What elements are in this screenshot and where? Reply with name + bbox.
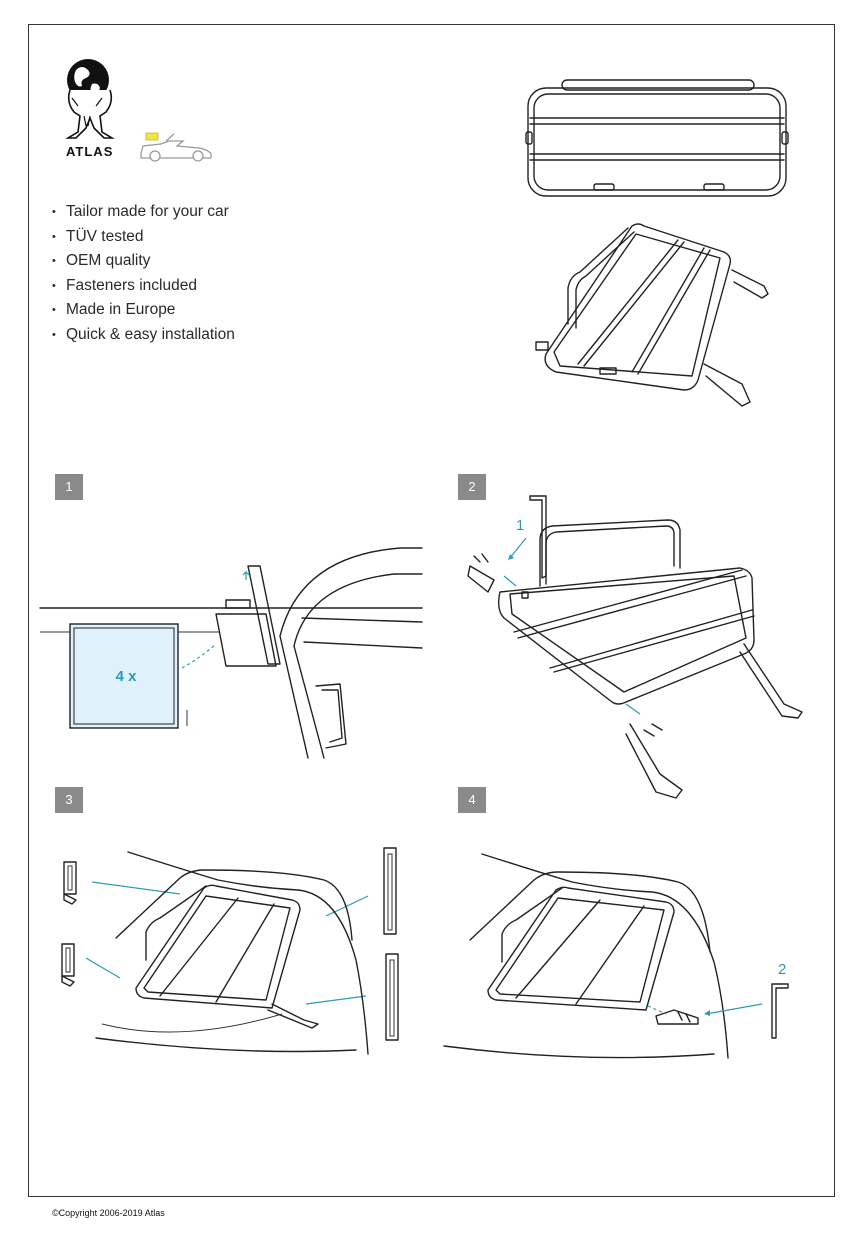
step-4-callout: 2 xyxy=(778,961,786,978)
step-2-illustration: 1 xyxy=(467,495,803,799)
step-4-illustration: 2 xyxy=(443,853,789,1059)
page-frame xyxy=(28,24,835,1197)
copyright-notice: ©Copyright 2006-2019 Atlas xyxy=(52,1208,165,1218)
brand-name: ATLAS xyxy=(66,144,114,159)
feature-item: TÜV tested xyxy=(52,225,235,250)
step-3-illustration xyxy=(61,847,399,1055)
convertible-car-icon xyxy=(140,132,212,162)
luggage-rack-top-view xyxy=(525,79,789,197)
feature-item: Fasteners included xyxy=(52,274,235,299)
step-badge-4: 4 xyxy=(458,787,486,813)
feature-item: Made in Europe xyxy=(52,298,235,323)
step-badge-1: 1 xyxy=(55,474,83,500)
feature-item: Quick & easy installation xyxy=(52,323,235,348)
step-1-illustration xyxy=(39,547,423,759)
feature-list: Tailor made for your car TÜV tested OEM … xyxy=(52,200,235,348)
luggage-rack-perspective-view xyxy=(535,223,769,407)
step-2-callout: 1 xyxy=(516,517,524,534)
step-1-quantity-callout: 4 x xyxy=(115,668,137,685)
feature-item: Tailor made for your car xyxy=(52,200,235,225)
feature-item: OEM quality xyxy=(52,249,235,274)
step-badge-3: 3 xyxy=(55,787,83,813)
step-badge-2: 2 xyxy=(458,474,486,500)
atlas-globe-icon xyxy=(65,59,115,139)
